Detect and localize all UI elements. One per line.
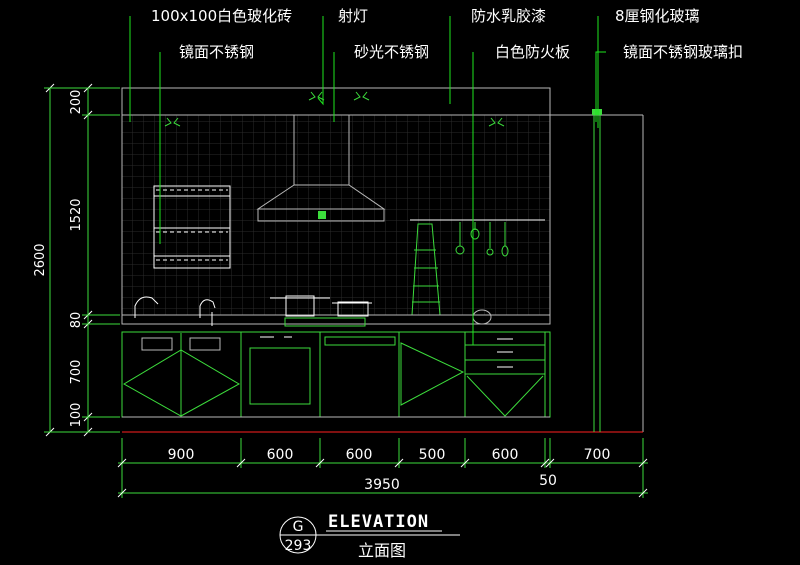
dim-h-5: 600	[492, 447, 519, 463]
dim-h-4: 500	[419, 447, 446, 463]
annotation-spotlight: 射灯	[338, 7, 368, 25]
annotation-fireboard: 白色防火板	[495, 43, 570, 61]
title-symbol-letter: G	[293, 519, 304, 535]
wall-rack	[153, 185, 231, 269]
dim-gap: 50	[539, 473, 557, 489]
annotation-satin-steel: 砂光不锈钢	[354, 43, 429, 61]
title-subtitle: 立面图	[358, 541, 406, 560]
vertical-dimensions: 200 1520 80 700 100 2600	[33, 83, 120, 437]
range-hood	[256, 114, 386, 222]
dim-h-3: 600	[346, 447, 373, 463]
title-block: G 293 ELEVATION 立面图	[279, 512, 460, 560]
cooktop	[270, 295, 492, 327]
spotlights	[164, 91, 505, 127]
dim-v-4: 700	[69, 360, 84, 385]
dim-v-2: 1520	[69, 198, 84, 231]
dim-v-3: 80	[69, 312, 84, 329]
dim-h-2: 600	[267, 447, 294, 463]
annotation-mirror-steel: 镜面不锈钢	[179, 43, 254, 61]
dim-v-total: 2600	[33, 243, 48, 276]
base-cabinets	[121, 331, 643, 433]
leader-lines	[129, 16, 606, 345]
dim-h-1: 900	[168, 447, 195, 463]
title-heading: ELEVATION	[328, 512, 429, 532]
title-symbol-number: 293	[285, 538, 312, 554]
dim-total: 3950	[364, 477, 400, 493]
faucets	[134, 296, 216, 326]
horizontal-dimensions: 900 600 600 500 600 700 3950 50	[117, 438, 648, 498]
annotation-paint: 防水乳胶漆	[471, 7, 546, 25]
dim-h-6: 700	[584, 447, 611, 463]
annotation-glass-clip: 镜面不锈钢玻璃扣	[623, 43, 743, 61]
dim-v-5: 100	[69, 403, 84, 428]
glass-partition	[592, 109, 602, 432]
dim-v-1: 200	[69, 90, 84, 115]
annotation-glass: 8厘钢化玻璃	[615, 7, 700, 25]
annotations: 100x100白色玻化砖 射灯 防水乳胶漆 8厘钢化玻璃 镜面不锈钢 砂光不锈钢…	[151, 7, 743, 61]
annotation-tile: 100x100白色玻化砖	[151, 7, 292, 25]
